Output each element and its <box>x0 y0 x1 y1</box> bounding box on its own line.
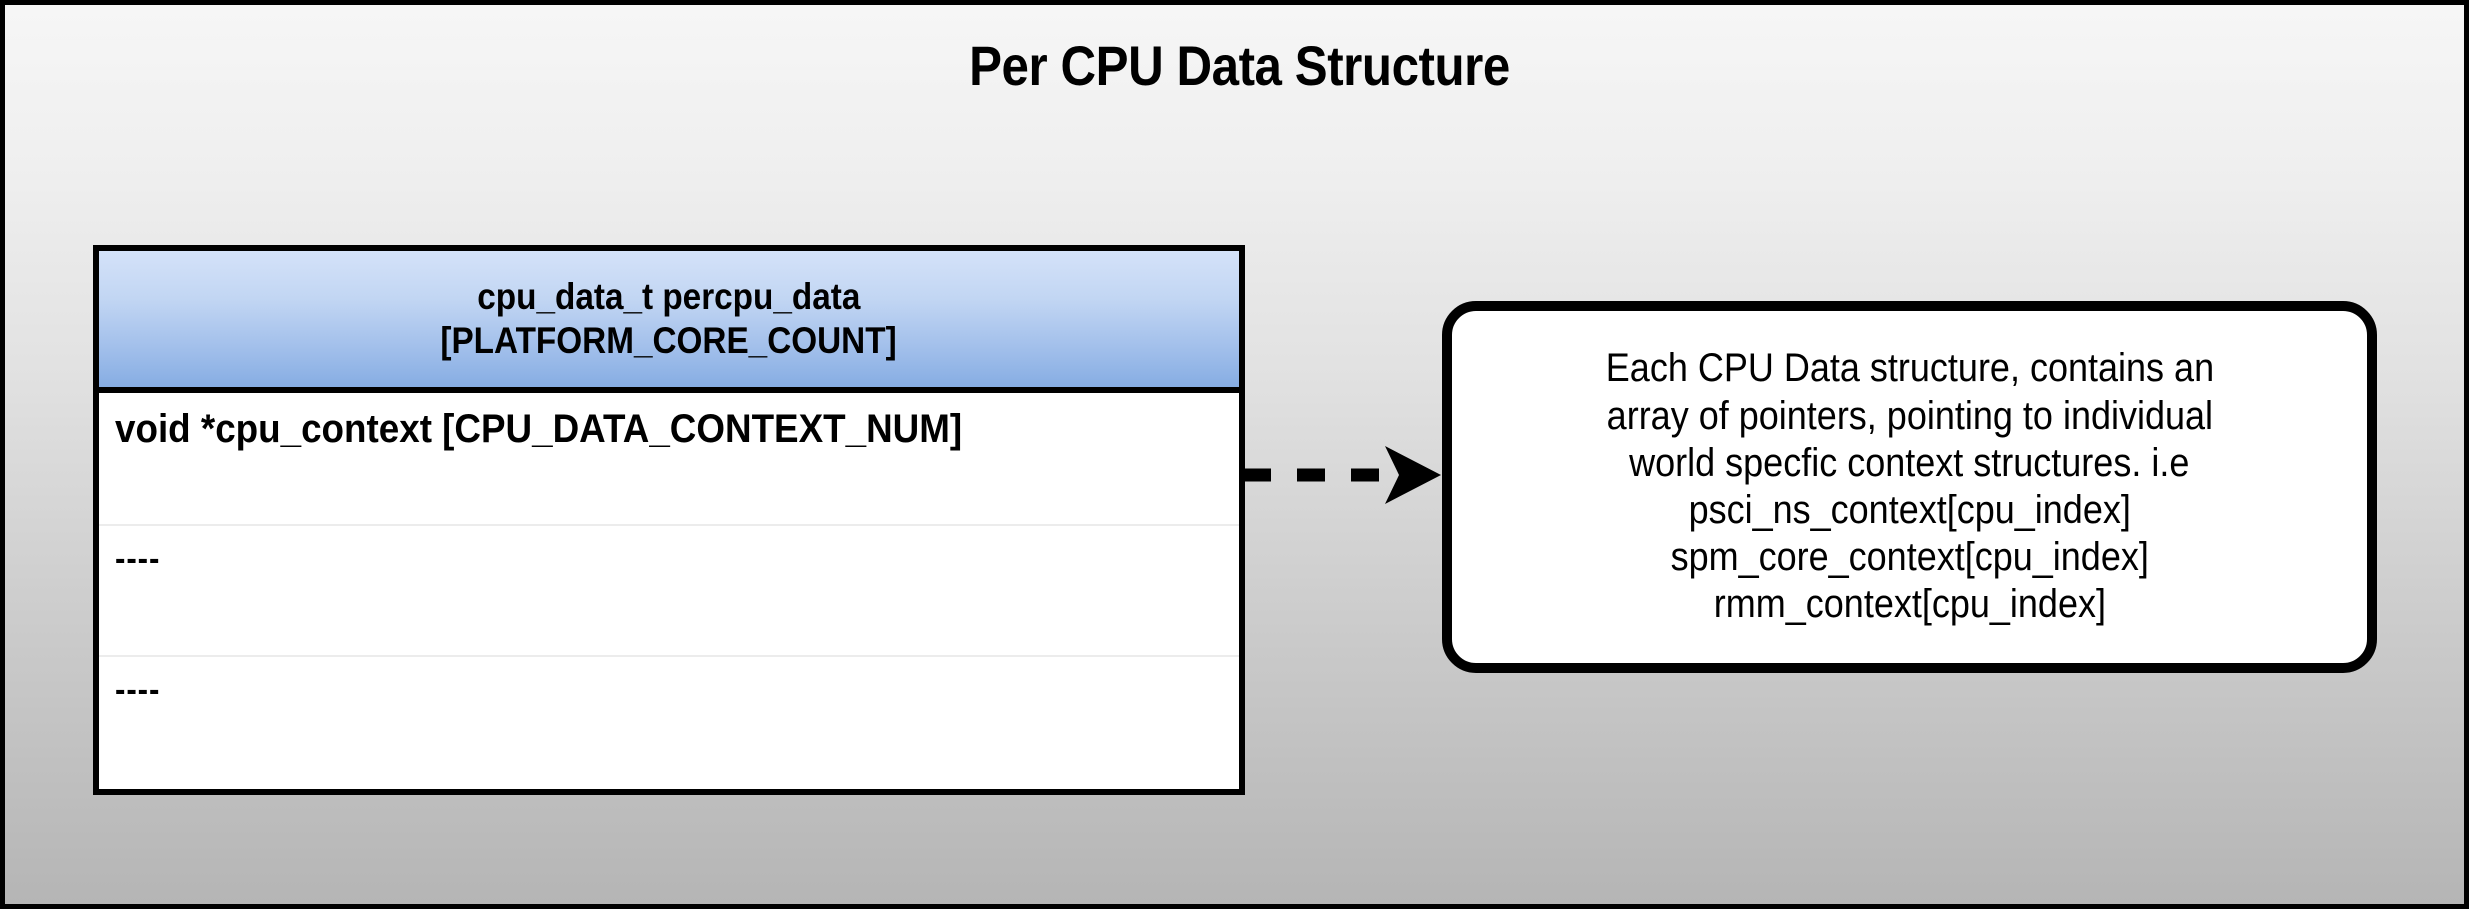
table-row: ---- <box>99 655 1239 786</box>
arrow-head-icon <box>1385 446 1441 504</box>
struct-header-line-1: cpu_data_t percpu_data <box>477 276 861 318</box>
callout-line: spm_core_context[cpu_index] <box>1670 535 2149 580</box>
table-cell-placeholder-1: ---- <box>115 540 161 578</box>
callout-line: psci_ns_context[cpu_index] <box>1688 488 2131 532</box>
callout-note-box: Each CPU Data structure, contains an arr… <box>1442 301 2377 673</box>
table-cell-placeholder-2: ---- <box>115 671 161 709</box>
percpu-data-struct-table: cpu_data_t percpu_data [PLATFORM_CORE_CO… <box>93 245 1245 795</box>
dashed-arrow-connector <box>1243 446 1441 504</box>
table-row: void *cpu_context [CPU_DATA_CONTEXT_NUM] <box>99 393 1239 524</box>
table-row: ---- <box>99 524 1239 655</box>
struct-table-header: cpu_data_t percpu_data [PLATFORM_CORE_CO… <box>99 251 1239 393</box>
callout-line: Each CPU Data structure, contains an <box>1605 346 2214 391</box>
callout-line: world specfic context structures. i.e <box>1629 440 2190 485</box>
struct-header-line-2: [PLATFORM_CORE_COUNT] <box>440 320 898 361</box>
callout-line: array of pointers, pointing to individua… <box>1606 393 2213 438</box>
page-title: Per CPU Data Structure <box>969 34 1510 97</box>
table-cell-cpu-context: void *cpu_context [CPU_DATA_CONTEXT_NUM] <box>115 407 963 451</box>
callout-line: rmm_context[cpu_index] <box>1713 582 2106 627</box>
